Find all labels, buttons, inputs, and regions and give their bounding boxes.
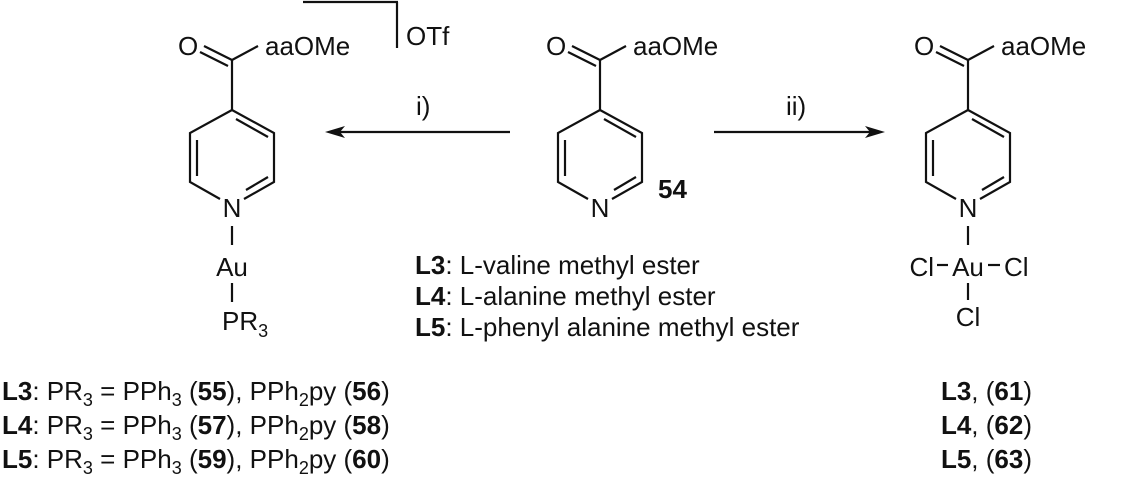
legend-l3: L3: L-valine methyl ester [415,250,700,280]
substituent-label: aaOMe [633,31,718,61]
gold-phosphine-complex: O aaOMe OTf N Au PR3 [178,0,450,341]
compound-number: 54 [658,174,687,204]
legend-l4: L4: L-alanine methyl ester [415,281,716,311]
reagent-i-label: i) [416,91,430,121]
legend-l5: L5: L-phenyl alanine methyl ester [415,312,800,342]
substituent-label: aaOMe [1001,31,1086,61]
right-product-l3: L3, (61) [941,376,1032,406]
gold-trichloride-complex: O aaOMe N Au Cl Cl Cl [909,31,1086,332]
oxygen-label: O [914,31,934,61]
nitrogen-label: N [591,193,610,223]
arrow-ii: ii) [714,91,885,138]
arrow-i: i) [325,91,510,138]
left-products-list: L3: PR3 = PPh3 (55), PPh2py (56) L4: PR3… [2,376,390,478]
gold-label: Au [216,252,248,282]
chlorine-right-label: Cl [1004,252,1029,282]
phosphine-label: PR3 [222,306,268,341]
left-product-l4: L4: PR3 = PPh3 (57), PPh2py (58) [2,410,390,444]
oxygen-label: O [546,31,566,61]
left-product-l3: L3: PR3 = PPh3 (55), PPh2py (56) [2,376,390,410]
substituent-label: aaOMe [265,31,350,61]
chlorine-left-label: Cl [909,252,934,282]
left-product-l5: L5: PR3 = PPh3 (59), PPh2py (60) [2,444,390,478]
right-products-list: L3, (61) L4, (62) L5, (63) [941,376,1032,474]
nitrogen-label: N [223,193,242,223]
ligand-legend: L3: L-valine methyl ester L4: L-alanine … [415,250,800,342]
right-product-l5: L5, (63) [941,444,1032,474]
oxygen-label: O [178,31,198,61]
reagent-ii-label: ii) [786,91,806,121]
chlorine-bottom-label: Cl [956,302,981,332]
right-product-l4: L4, (62) [941,410,1032,440]
nitrogen-label: N [959,193,978,223]
counterion-label: OTf [406,21,450,51]
gold-label: Au [952,252,984,282]
starting-material-54: O aaOMe N 54 [546,31,718,223]
